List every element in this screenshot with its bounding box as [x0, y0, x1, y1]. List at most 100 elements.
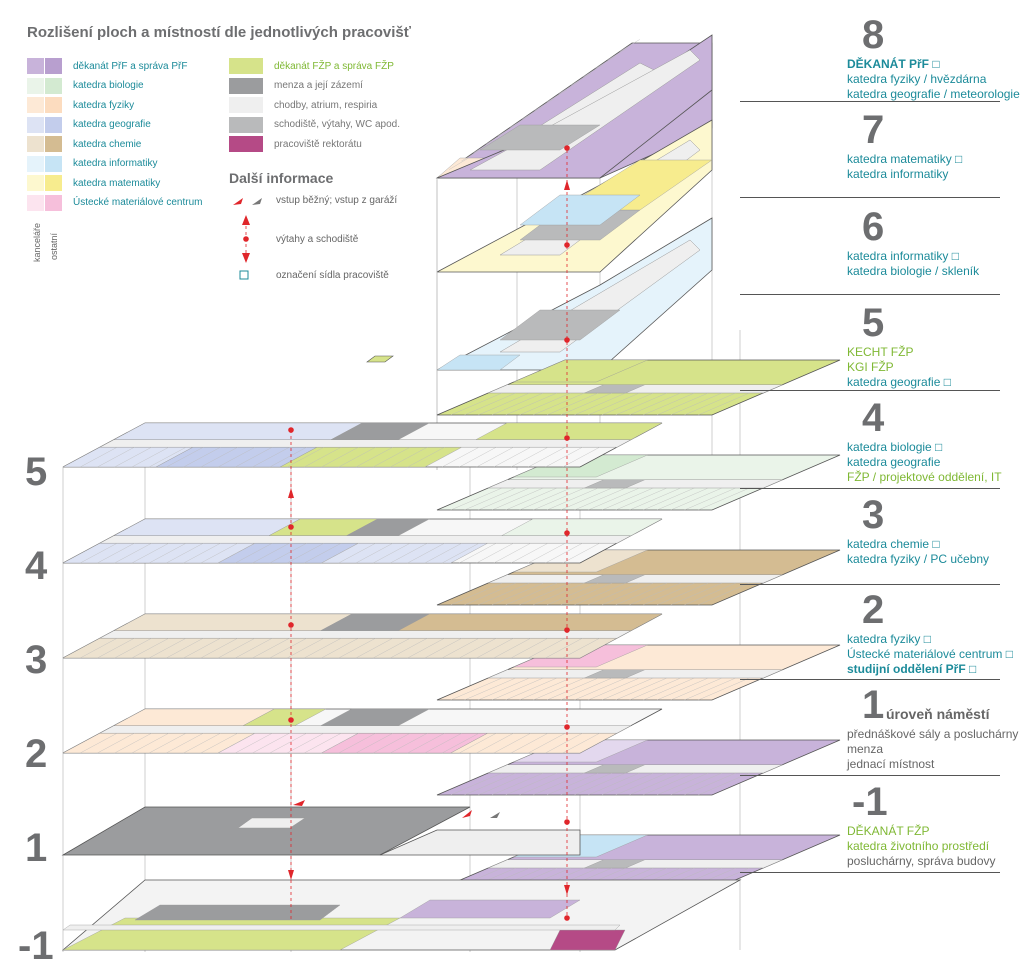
- room-divider: [629, 487, 681, 511]
- room-divider: [528, 733, 566, 754]
- room-divider: [424, 543, 462, 564]
- room-divider: [252, 447, 290, 468]
- room-divider: [615, 392, 668, 416]
- room-divider: [407, 733, 445, 754]
- right-level-line: KGI FŽP: [847, 360, 894, 374]
- room-divider: [424, 733, 462, 754]
- room-divider: [656, 582, 709, 606]
- room-divider: [493, 638, 531, 659]
- room-divider: [218, 733, 256, 754]
- room-divider: [533, 677, 585, 701]
- left-level-number: -1: [18, 924, 54, 968]
- right-level-line: katedra biologie □: [847, 440, 943, 454]
- right-level-heading: úroveň náměstí: [886, 706, 990, 722]
- legend-item: katedra chemie: [27, 135, 141, 153]
- room-divider: [252, 733, 290, 754]
- room-divider: [442, 638, 480, 659]
- room-divider: [442, 733, 480, 754]
- floor-8-stairs: [479, 124, 601, 151]
- room-divider: [684, 772, 736, 796]
- room-divider: [493, 733, 531, 754]
- right-level-line: katedra biologie / skleník: [847, 264, 980, 278]
- room-divider: [493, 447, 531, 468]
- legend-swatch-offices: [27, 77, 44, 94]
- elevator-stop-dot: [564, 337, 570, 343]
- room-divider: [478, 487, 530, 511]
- room-divider: [338, 543, 376, 564]
- room-divider: [269, 447, 307, 468]
- small-marker-tile: [366, 355, 394, 363]
- right-level-line: katedra informatiky: [847, 167, 949, 181]
- room-divider: [97, 447, 135, 468]
- floor-3-zone: [398, 613, 663, 631]
- right-level-number: 4: [862, 396, 885, 440]
- room-divider: [338, 733, 376, 754]
- room-divider: [80, 447, 118, 468]
- room-divider: [491, 582, 544, 606]
- room-divider: [252, 638, 290, 659]
- floor-m1-zone: [134, 904, 341, 921]
- room-divider: [80, 543, 118, 564]
- room-divider: [450, 392, 503, 416]
- room-divider: [670, 582, 723, 606]
- room-divider: [390, 638, 428, 659]
- room-divider: [200, 638, 238, 659]
- room-divider: [574, 677, 626, 701]
- room-divider: [615, 582, 668, 606]
- floor-3-zone: [113, 613, 352, 631]
- elevator-arrow: [564, 885, 570, 895]
- room-divider: [670, 392, 723, 416]
- room-divider: [183, 638, 221, 659]
- room-divider: [321, 447, 359, 468]
- info-seat-label: označení sídla pracoviště: [276, 270, 389, 281]
- legend-swatch: [229, 136, 263, 152]
- room-divider: [131, 447, 169, 468]
- room-divider: [373, 447, 411, 468]
- seat-marker-icon: [239, 270, 249, 280]
- room-divider: [476, 543, 514, 564]
- room-divider: [546, 772, 599, 796]
- room-divider: [615, 677, 668, 701]
- room-divider: [200, 733, 238, 754]
- room-divider: [546, 677, 599, 701]
- legend-swatch-offices: [27, 194, 44, 211]
- room-divider: [459, 733, 497, 754]
- room-divider: [491, 392, 544, 416]
- room-divider: [533, 487, 585, 511]
- room-divider: [235, 543, 273, 564]
- legend-swatch: [229, 77, 263, 94]
- info-entry-label: vstup běžný; vstup z garáží: [276, 195, 398, 206]
- elevator-stop-dot: [564, 819, 570, 825]
- room-divider: [505, 772, 558, 796]
- room-divider: [491, 772, 544, 796]
- room-divider: [450, 677, 503, 701]
- right-level-line: katedra matematiky □: [847, 152, 963, 166]
- room-divider: [473, 140, 494, 153]
- room-divider: [478, 392, 530, 416]
- room-divider: [562, 447, 600, 468]
- elevator-arrow: [242, 253, 250, 263]
- floor-m1-zone: [399, 899, 581, 919]
- room-divider: [476, 638, 514, 659]
- room-divider: [424, 447, 462, 468]
- room-divider: [149, 543, 187, 564]
- room-divider: [588, 582, 640, 606]
- level-divider-line: [740, 488, 1000, 489]
- room-divider: [574, 392, 626, 416]
- elevator-stop-dot: [564, 530, 570, 536]
- room-divider: [615, 487, 668, 511]
- legend-swatch: [229, 58, 263, 74]
- room-divider: [588, 487, 640, 511]
- level-divider-line: [740, 679, 1000, 680]
- room-divider: [114, 733, 152, 754]
- level-divider-line: [740, 775, 1000, 776]
- room-divider: [533, 392, 585, 416]
- entry-arrow-icon: [462, 810, 472, 818]
- elevator-stop-dot: [564, 435, 570, 441]
- room-divider: [166, 543, 204, 564]
- room-divider: [114, 638, 152, 659]
- right-level-number: 2: [862, 588, 885, 632]
- legend-swatch-offices: [27, 136, 44, 152]
- room-divider: [449, 157, 470, 170]
